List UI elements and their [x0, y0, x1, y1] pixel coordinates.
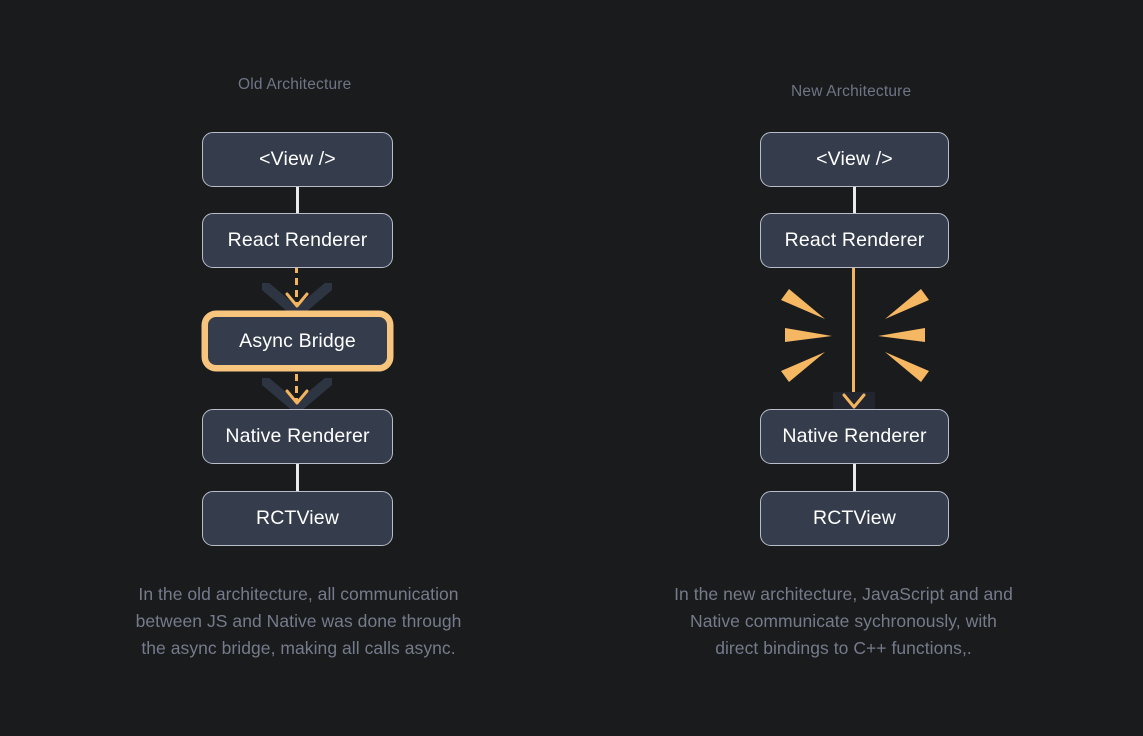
bridge-removed-burst-icon	[781, 289, 929, 382]
connector-bridge-to-native-dashed	[294, 362, 298, 403]
connector-react-to-bridge-dashed	[294, 266, 298, 306]
node-label: Async Bridge	[239, 329, 356, 352]
node-new-native-renderer[interactable]: Native Renderer	[760, 409, 949, 464]
node-label: RCTView	[812, 507, 897, 529]
connector-native-to-rct-new	[853, 461, 856, 495]
caption-line: the async bridge, making all calls async…	[141, 638, 456, 658]
connector-view-to-react-new	[853, 184, 856, 217]
node-label: <View />	[259, 148, 336, 170]
node-label: Native Renderer	[225, 425, 370, 447]
node-old-view[interactable]: <View />	[202, 132, 393, 187]
caption-line: between JS and Native was done through	[135, 611, 462, 631]
connector-view-to-react-old	[296, 184, 299, 217]
node-new-view[interactable]: <View />	[760, 132, 949, 187]
node-old-react-renderer[interactable]: React Renderer	[202, 213, 393, 268]
new-architecture-caption: In the new architecture, JavaScript and …	[620, 581, 1067, 662]
node-label: React Renderer	[227, 229, 368, 251]
node-label: RCTView	[255, 507, 340, 529]
node-new-react-renderer[interactable]: React Renderer	[760, 213, 949, 268]
node-old-async-bridge[interactable]: Async Bridge	[208, 317, 387, 365]
node-label: React Renderer	[784, 229, 925, 251]
connector-react-to-native-direct	[852, 266, 855, 411]
caption-line: direct bindings to C++ functions,.	[715, 638, 972, 658]
node-old-rctview[interactable]: RCTView	[202, 491, 393, 546]
node-label: <View />	[816, 148, 893, 170]
caption-line: Native communicate sychronously, with	[690, 611, 997, 631]
old-architecture-title: Old Architecture	[238, 76, 352, 93]
caption-line: In the new architecture, JavaScript and …	[674, 584, 1013, 604]
connector-native-to-rct-old	[296, 461, 299, 495]
node-old-native-renderer[interactable]: Native Renderer	[202, 409, 393, 464]
node-new-rctview[interactable]: RCTView	[760, 491, 949, 546]
new-architecture-title: New Architecture	[791, 83, 912, 100]
caption-line: In the old architecture, all communicati…	[138, 584, 459, 604]
node-label: Native Renderer	[782, 425, 927, 447]
old-architecture-caption: In the old architecture, all communicati…	[80, 581, 517, 662]
